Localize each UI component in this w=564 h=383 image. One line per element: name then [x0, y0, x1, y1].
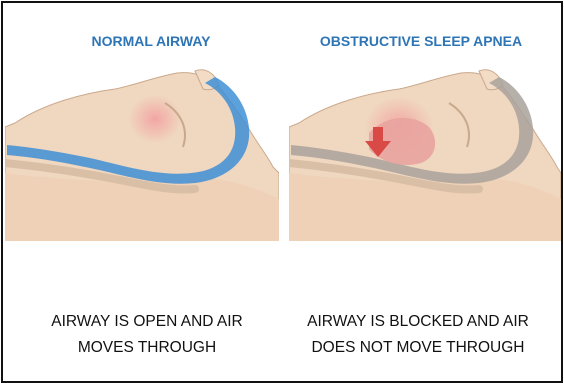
- caption-line: MOVES THROUGH: [17, 335, 277, 361]
- sleep-apnea-title: OBSTRUCTIVE SLEEP APNEA: [283, 33, 559, 49]
- normal-airway-caption: AIRWAY IS OPEN AND AIR MOVES THROUGH: [17, 309, 277, 361]
- sleep-apnea-illustration: [289, 63, 561, 241]
- caption-line: DOES NOT MOVE THROUGH: [288, 335, 548, 361]
- normal-airway-title: NORMAL AIRWAY: [31, 33, 271, 49]
- caption-line: AIRWAY IS BLOCKED AND AIR: [288, 309, 548, 335]
- sleep-apnea-caption: AIRWAY IS BLOCKED AND AIR DOES NOT MOVE …: [288, 309, 548, 361]
- caption-line: AIRWAY IS OPEN AND AIR: [17, 309, 277, 335]
- normal-airway-illustration: [5, 63, 279, 241]
